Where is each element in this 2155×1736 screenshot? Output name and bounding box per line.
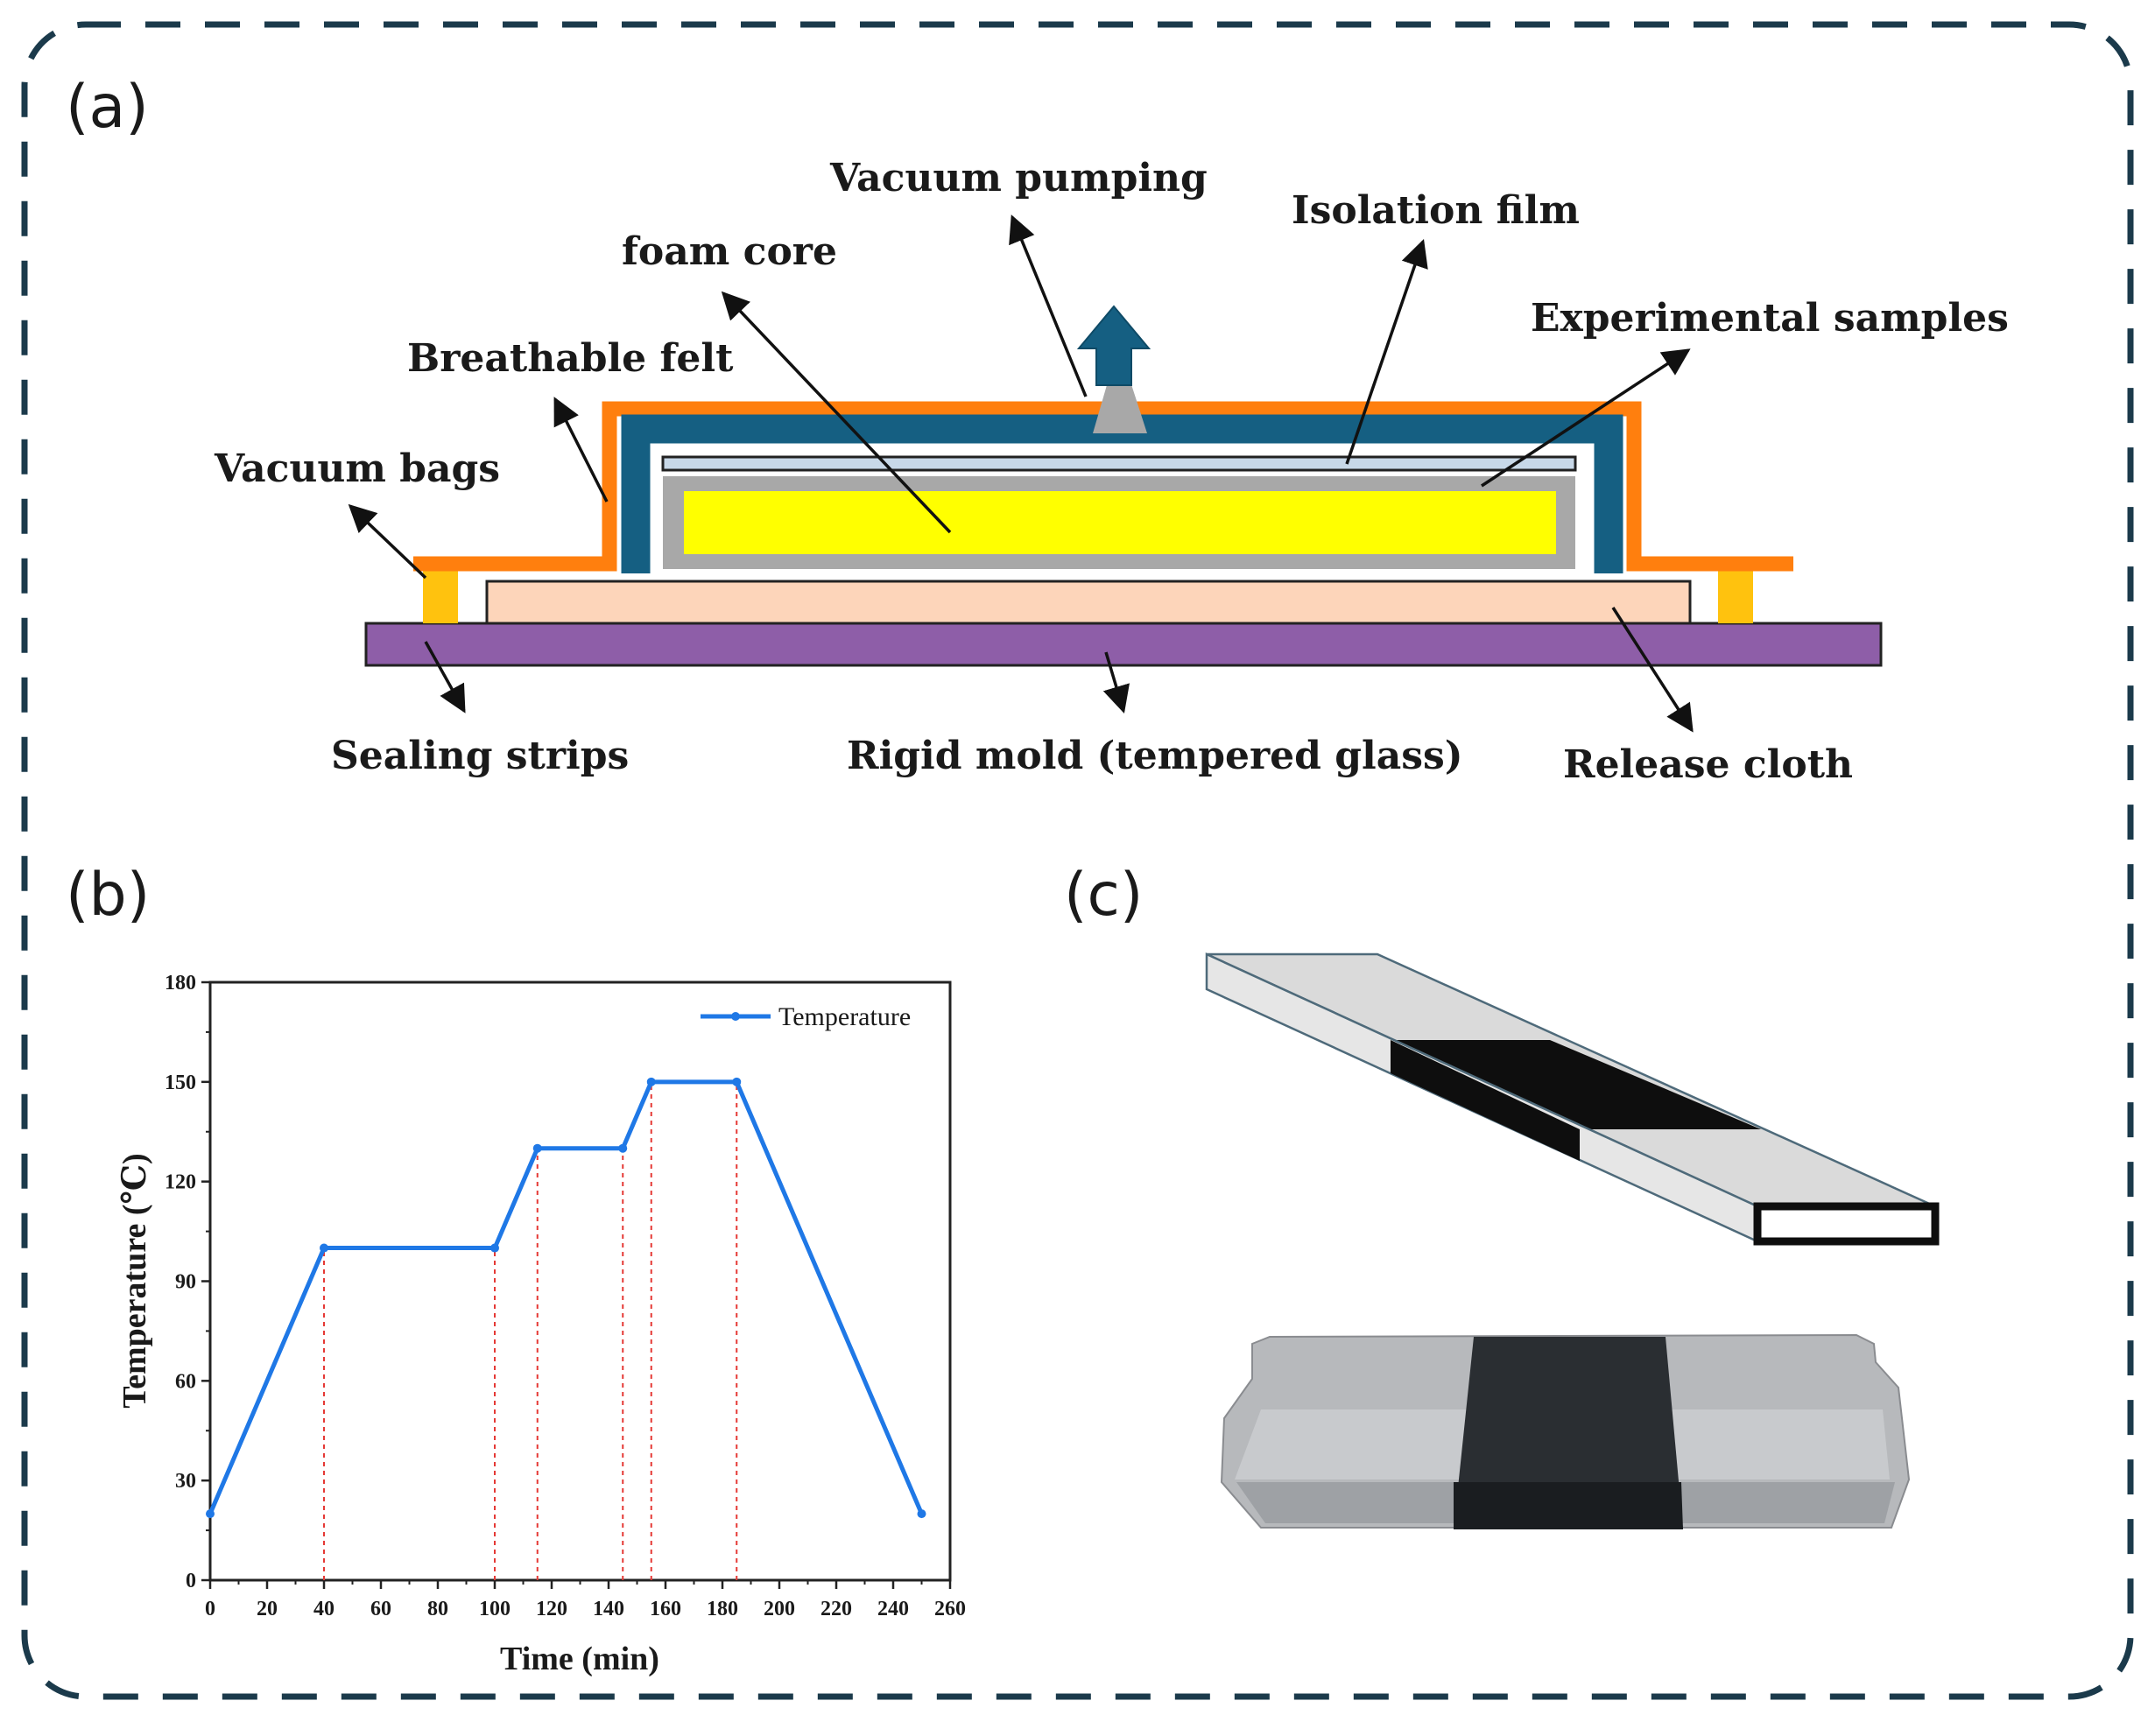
x-tick-label: 260 <box>934 1598 966 1620</box>
y-tick-label: 180 <box>165 972 196 995</box>
label-foam-core: foam core <box>622 229 837 274</box>
isolation-film <box>661 455 1577 472</box>
specimen-photo <box>1220 1333 1911 1529</box>
label-isolation-film: Isolation film <box>1292 188 1580 233</box>
specimen-front-black-band <box>1391 1040 1580 1161</box>
y-tick-label: 120 <box>165 1171 196 1194</box>
data-point <box>618 1143 628 1153</box>
data-point <box>532 1143 542 1153</box>
arrow-foam-core <box>721 291 952 534</box>
data-point <box>490 1243 499 1253</box>
label-release-cloth: Release cloth <box>1563 742 1853 787</box>
panel-label-c: (c) <box>1064 861 1143 930</box>
x-tick-label: 0 <box>205 1598 215 1620</box>
y-axis-ticks: 0 30 60 90 120 150 180 <box>165 972 210 1592</box>
y-tick-label: 30 <box>175 1470 196 1493</box>
series-points <box>206 1077 926 1519</box>
x-axis-ticks: 0 20 40 60 80 100 120 140 160 180 200 220 240 260 <box>205 1580 966 1620</box>
label-sealing-strips: Sealing strips <box>331 734 629 778</box>
x-tick-label: 200 <box>764 1598 795 1620</box>
label-vacuum-pumping: Vacuum pumping <box>829 156 1208 200</box>
specimen-photo-carbon-shade <box>1454 1482 1683 1529</box>
x-tick-label: 240 <box>877 1598 909 1620</box>
rigid-mold <box>364 622 1883 667</box>
vacuum-infusion-diagram: Vacuum pumping Isolation film foam core … <box>214 156 2009 787</box>
x-tick-label: 220 <box>820 1598 852 1620</box>
x-tick-label: 100 <box>479 1598 511 1620</box>
vacuum-port <box>1093 379 1147 433</box>
arrow-breathable-felt <box>553 397 609 503</box>
x-tick-label: 60 <box>370 1598 391 1620</box>
x-axis-title: Time (min) <box>500 1641 659 1677</box>
guide-lines <box>323 1081 738 1580</box>
specimen-photo-carbon-band <box>1454 1337 1683 1529</box>
arrow-vacuum-bags <box>348 503 427 580</box>
label-vacuum-bags: Vacuum bags <box>214 446 500 491</box>
x-tick-label: 20 <box>257 1598 278 1620</box>
data-point <box>732 1077 742 1086</box>
series-line-temperature <box>208 1079 924 1515</box>
x-tick-label: 140 <box>593 1598 624 1620</box>
sealing-strip-left <box>423 571 458 623</box>
x-tick-label: 160 <box>650 1598 681 1620</box>
temperature-chart: 0 20 40 60 80 100 120 140 160 180 200 220 240 260 0 30… <box>116 972 966 1677</box>
sealing-strip-right <box>1718 571 1753 623</box>
x-tick-label: 40 <box>313 1598 335 1620</box>
data-point <box>646 1077 656 1086</box>
arrow-vacuum-pumping <box>1009 214 1088 397</box>
release-cloth <box>485 580 1692 625</box>
arrow-experimental-samples <box>1481 348 1691 488</box>
y-axis-title: Temperature (℃) <box>116 1153 153 1408</box>
legend-label: Temperature <box>778 1002 911 1031</box>
panel-label-b: (b) <box>66 861 150 930</box>
y-tick-label: 90 <box>175 1271 196 1294</box>
up-arrow-icon <box>1076 305 1151 386</box>
chart-legend: Temperature <box>701 1002 911 1031</box>
legend-marker <box>731 1012 740 1021</box>
arrow-release-cloth <box>1611 607 1694 733</box>
label-rigid-mold: Rigid mold (tempered glass) <box>847 734 1463 778</box>
arrow-rigid-mold <box>1102 651 1130 714</box>
x-tick-label: 80 <box>427 1598 448 1620</box>
specimen-black-band <box>1391 1040 1761 1129</box>
foam-core <box>684 491 1556 554</box>
plot-area <box>208 980 952 1582</box>
y-tick-label: 150 <box>165 1072 196 1094</box>
dashed-frame <box>21 21 2134 1700</box>
label-breathable-felt: Breathable felt <box>407 336 734 381</box>
data-point <box>320 1243 328 1253</box>
panel-label-a: (a) <box>66 73 149 142</box>
x-tick-label: 120 <box>536 1598 567 1620</box>
x-tick-label: 180 <box>707 1598 738 1620</box>
specimen-end-face <box>1753 1202 1940 1246</box>
arrow-isolation-film <box>1345 239 1428 465</box>
data-point <box>206 1509 215 1519</box>
arrow-sealing-strips <box>424 641 466 713</box>
specimen-schematic <box>1205 952 1940 1246</box>
y-tick-label: 60 <box>175 1370 196 1393</box>
y-tick-label: 0 <box>186 1570 196 1592</box>
label-experimental-samples: Experimental samples <box>1531 296 2009 341</box>
data-point <box>917 1509 926 1519</box>
